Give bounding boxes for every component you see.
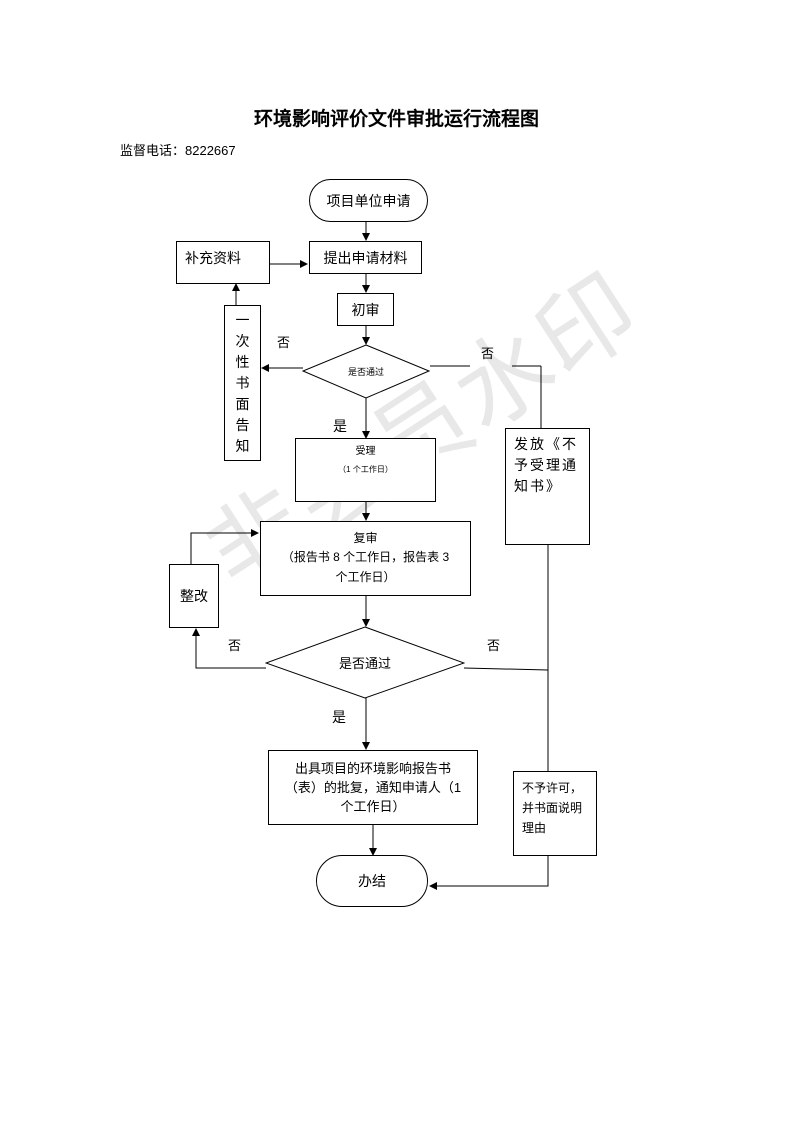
decision-diamond-2 bbox=[265, 626, 465, 699]
end-label: 办结 bbox=[358, 873, 386, 889]
start-node: 项目单位申请 bbox=[309, 179, 428, 222]
decision-1-label: 是否通过 bbox=[347, 366, 384, 377]
supplement-box: 补充资料 bbox=[176, 241, 270, 284]
initial-review-label: 初审 bbox=[351, 301, 380, 318]
one-time-notice-box: 一 次 性 书 面 告 知 bbox=[224, 305, 261, 461]
deny-permit-box: 不予许可，并书面说明理由 bbox=[513, 771, 597, 856]
reject-notice-box: 发放《不予受理通知书》 bbox=[505, 428, 590, 545]
re-review-box: 复审 （报告书 8 个工作日，报告表 3 个工作日） bbox=[260, 521, 471, 596]
accept-note: （1 个工作日） bbox=[338, 465, 393, 474]
one-time-notice-text: 一 次 性 书 面 告 知 bbox=[236, 310, 250, 457]
decision-2-label: 是否通过 bbox=[338, 655, 391, 671]
rectify-box: 整改 bbox=[169, 564, 219, 628]
supervision-phone: 监督电话：8222667 bbox=[120, 143, 236, 158]
no-label-left-2: 否 bbox=[228, 638, 242, 653]
accept-box: 受理 （1 个工作日） bbox=[295, 438, 436, 502]
supplement-label: 补充资料 bbox=[185, 250, 241, 266]
initial-review-box: 初审 bbox=[337, 293, 394, 326]
issue-approval-label: 出具项目的环境影响报告书（表）的批复，通知申请人（1 个工作日） bbox=[284, 761, 462, 814]
re-review-note: （报告书 8 个工作日，报告表 3 个工作日） bbox=[281, 550, 450, 584]
start-label: 项目单位申请 bbox=[326, 192, 411, 209]
deny-permit-label: 不予许可，并书面说明理由 bbox=[522, 781, 583, 835]
notice-char: 书 bbox=[235, 374, 250, 391]
notice-char: 告 bbox=[235, 416, 250, 433]
notice-char: 知 bbox=[235, 437, 250, 454]
page-title: 环境影响评价文件审批运行流程图 bbox=[253, 108, 539, 130]
rectify-label: 整改 bbox=[180, 588, 208, 604]
submit-materials-box: 提出申请材料 bbox=[309, 241, 422, 274]
notice-char: 性 bbox=[235, 353, 250, 370]
yes-label-2: 是 bbox=[332, 709, 346, 725]
no-label-right-2: 否 bbox=[487, 638, 501, 653]
decision-diamond-1 bbox=[302, 344, 430, 399]
notice-char: 一 bbox=[235, 311, 250, 328]
no-label-left-1: 否 bbox=[277, 335, 291, 350]
yes-label-1: 是 bbox=[333, 418, 347, 434]
accept-title: 受理 bbox=[355, 446, 376, 457]
end-node: 办结 bbox=[316, 855, 428, 907]
notice-char: 面 bbox=[235, 395, 250, 412]
re-review-title: 复审 bbox=[353, 531, 378, 545]
submit-materials-label: 提出申请材料 bbox=[323, 249, 408, 266]
issue-approval-box: 出具项目的环境影响报告书（表）的批复，通知申请人（1 个工作日） bbox=[268, 750, 478, 825]
reject-notice-label: 发放《不予受理通知书》 bbox=[514, 436, 578, 494]
no-label-right-1: 否 bbox=[481, 346, 495, 361]
notice-char: 次 bbox=[235, 332, 250, 349]
